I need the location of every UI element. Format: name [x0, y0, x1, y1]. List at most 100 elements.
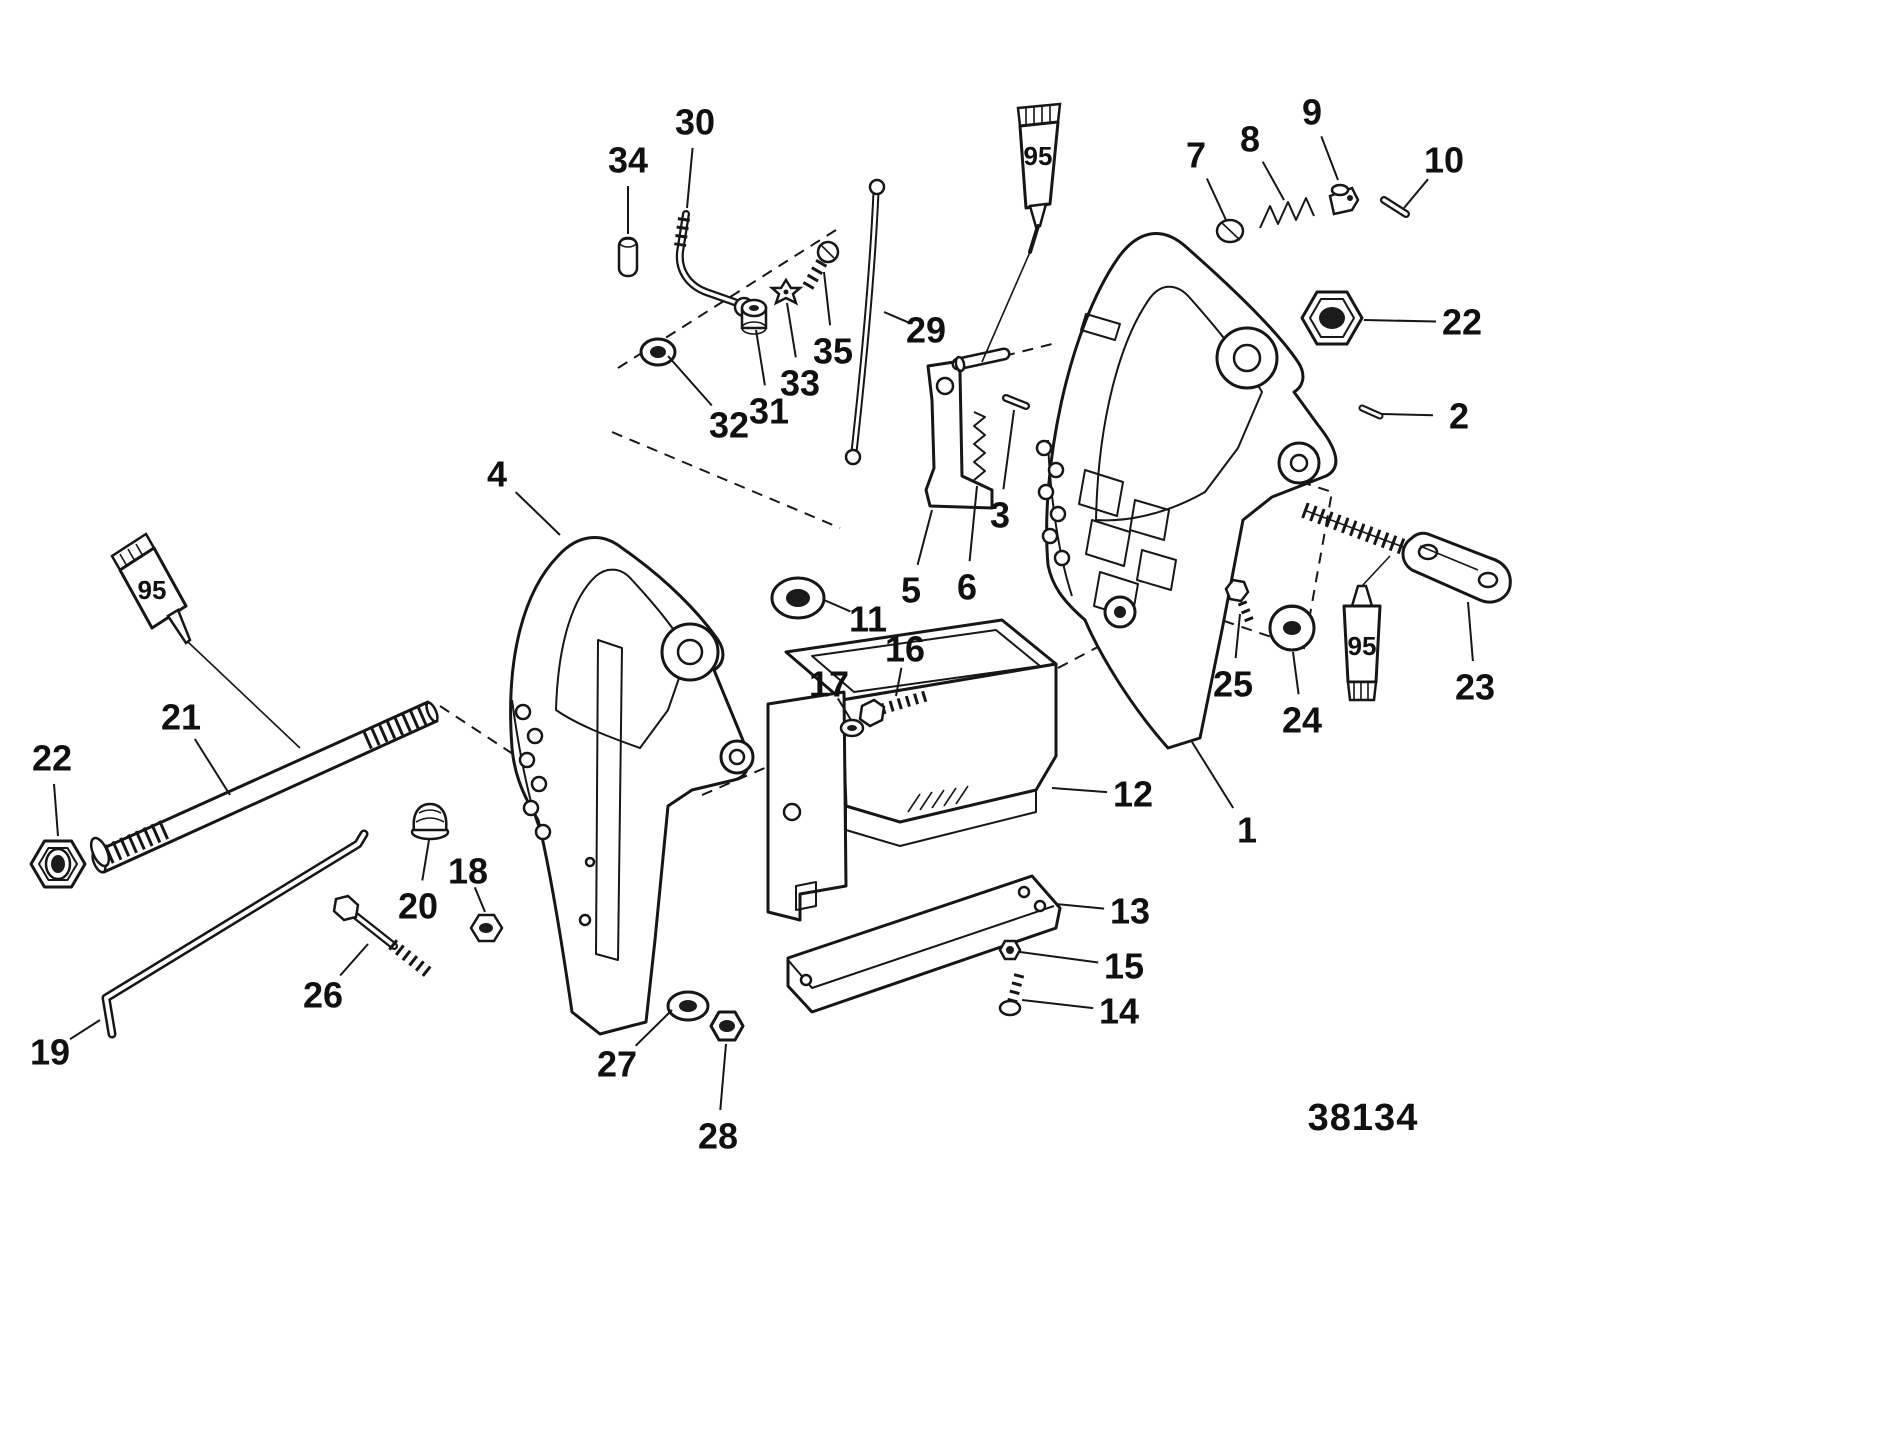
leader-line-9-4 [1320, 135, 1339, 181]
callout-24-21: 24 [1282, 700, 1322, 741]
link-rod-29 [844, 178, 886, 466]
clamp-bracket-port [509, 536, 755, 1036]
nut-15 [998, 939, 1022, 961]
tilt-lock-lever-23 [1401, 531, 1512, 604]
callout-23-22: 23 [1455, 667, 1495, 708]
leader-line-24-21 [1292, 651, 1300, 695]
leader-line-16-18 [895, 667, 903, 697]
cup-washer-24 [1268, 604, 1316, 652]
bent-link-30 [674, 210, 755, 318]
lube-tube-label-2: 95 [1348, 631, 1377, 661]
leader-line-22-6 [1363, 319, 1437, 323]
callout-27-34: 27 [597, 1044, 637, 1085]
nut-18 [469, 913, 504, 943]
screw-35 [800, 240, 840, 293]
callout-22-6: 22 [1442, 302, 1482, 343]
leader-line-32-12 [667, 355, 713, 407]
washer-11 [770, 576, 826, 620]
pin-34 [617, 236, 639, 278]
leader-line-19-33 [69, 1019, 101, 1041]
leader-line-27-34 [634, 1009, 673, 1047]
leader-line-6-15 [968, 485, 978, 562]
lube-tube-label-0: 95 [1024, 141, 1053, 171]
callout-19-33: 19 [30, 1032, 70, 1073]
callout-25-20: 25 [1213, 664, 1253, 705]
pin-10 [1380, 196, 1410, 218]
callout-7-2: 7 [1186, 135, 1206, 176]
callout-31-11: 31 [749, 391, 789, 432]
callout-3-16: 3 [990, 495, 1010, 536]
lubricant-tube-right [1342, 555, 1391, 702]
washer-32 [639, 337, 677, 367]
leader-line-26-32 [339, 943, 369, 977]
callout-2-7: 2 [1449, 396, 1469, 437]
leader-line-2-7 [1381, 413, 1434, 417]
bolt-16 [858, 690, 928, 728]
callout-10-5: 10 [1424, 140, 1464, 181]
transom-plate [786, 874, 1062, 1014]
fitting-9 [1328, 183, 1360, 216]
callout-17-19: 17 [809, 664, 849, 705]
leader-line-12-24 [1051, 787, 1108, 794]
washer-17 [839, 718, 865, 738]
callout-33-10: 33 [780, 363, 820, 404]
leader-line-5-14 [916, 509, 933, 566]
leader-line-30-1 [686, 147, 694, 209]
callout-14-27: 14 [1099, 991, 1139, 1032]
leader-line-13-25 [1055, 903, 1105, 910]
callout-15-26: 15 [1104, 946, 1144, 987]
link-rod-19 [101, 829, 369, 1039]
pin-2 [1358, 404, 1384, 420]
stern-bracket-starboard [1035, 232, 1338, 750]
leader-line-7-2 [1205, 178, 1227, 221]
callout-8-3: 8 [1240, 119, 1260, 160]
callout-16-18: 16 [885, 629, 925, 670]
bushing-31 [740, 298, 768, 335]
leader-line-15-26 [1019, 951, 1099, 964]
drawing-number: 38134 [1308, 1097, 1419, 1139]
leader-line-20-30 [421, 839, 430, 881]
lubricant-tube-left [110, 532, 301, 749]
leader-line-28-35 [719, 1043, 727, 1111]
locknut-22-right [1300, 290, 1364, 346]
callout-5-14: 5 [901, 570, 921, 611]
leader-line-33-10 [786, 302, 797, 358]
leader-line-35-9 [823, 271, 832, 326]
callout-1-23: 1 [1237, 810, 1257, 851]
callout-6-15: 6 [957, 567, 977, 608]
screw-25 [1224, 578, 1255, 624]
leader-line-25-20 [1234, 613, 1241, 659]
leader-line-3-16 [1002, 409, 1015, 490]
hatch-strip [907, 785, 969, 813]
callout-30-1: 30 [675, 102, 715, 143]
leader-line-18-31 [473, 887, 486, 913]
bolt-26 [332, 894, 434, 979]
callout-22-29: 22 [32, 738, 72, 779]
leader-line-4-13 [515, 491, 561, 536]
nut-28 [709, 1010, 745, 1042]
washer-27 [666, 990, 710, 1022]
callout-29-8: 29 [906, 310, 946, 351]
callout-13-25: 13 [1110, 891, 1150, 932]
callout-18-31: 18 [448, 851, 488, 892]
callout-12-24: 12 [1113, 774, 1153, 815]
leader-line-21-28 [193, 738, 231, 796]
clevis-pin-3 [951, 347, 1030, 410]
lock-lever-5 [924, 360, 994, 510]
plunger-7 [1215, 218, 1245, 244]
callout-4-13: 4 [487, 454, 507, 495]
spring-8 [1259, 197, 1315, 229]
leader-line-22-29 [53, 783, 59, 837]
leader-line-8-3 [1261, 161, 1285, 201]
leader-line-10-5 [1403, 178, 1429, 209]
lubricant-tube-top [981, 102, 1062, 363]
star-clip-33 [768, 277, 804, 306]
callout-34-0: 34 [608, 140, 648, 181]
callout-11-17: 11 [849, 599, 887, 640]
leader-line-14-27 [1021, 999, 1094, 1010]
leader-line-31-11 [755, 329, 766, 386]
bolt-14 [998, 970, 1025, 1017]
leader-line-29-8 [883, 311, 910, 324]
